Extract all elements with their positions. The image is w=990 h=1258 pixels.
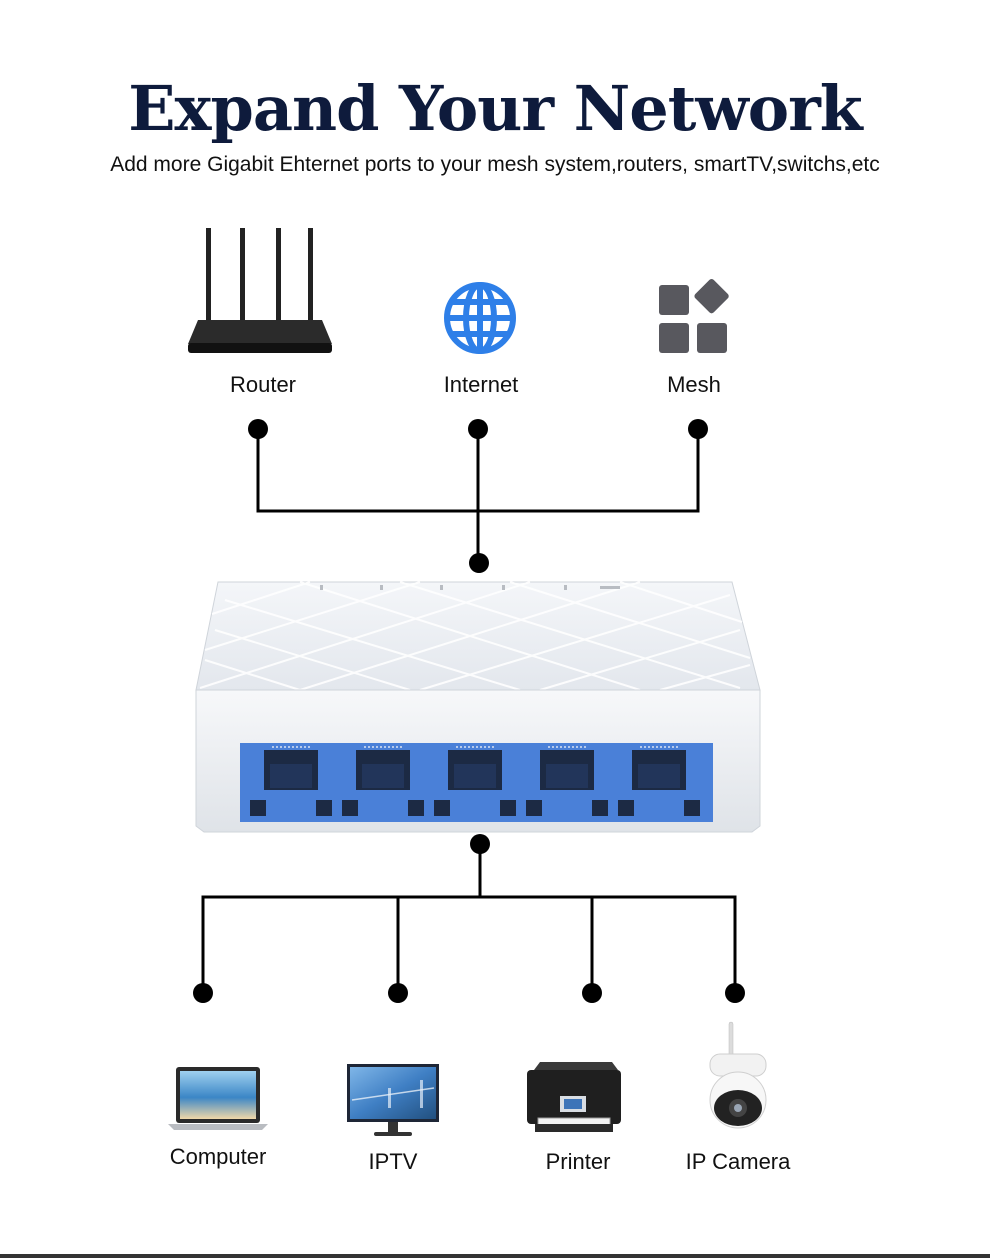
connector-node	[725, 983, 745, 1003]
upstream-label-mesh: Mesh	[667, 372, 721, 397]
mesh-grid-icon	[659, 279, 729, 353]
connector-node	[248, 419, 268, 439]
upstream-label-router: Router	[229, 372, 297, 397]
downstream-connectors	[201, 844, 737, 993]
connector-node	[193, 983, 213, 1003]
connector-node	[469, 553, 489, 573]
upstream-label-internet: Internet	[443, 372, 519, 397]
downstream-label-printer: Printer	[545, 1149, 611, 1174]
connector-node	[388, 983, 408, 1003]
downstream-label-iptv: IPTV	[368, 1149, 418, 1174]
page-title: Expand Your Network	[128, 72, 862, 145]
connector-node	[688, 419, 708, 439]
page-subtitle: Add more Gigabit Ehternet ports to your …	[110, 153, 880, 176]
downstream-label-ip-camera: IP Camera	[685, 1149, 791, 1174]
router-icon	[188, 228, 332, 353]
ethernet-switch-icon	[195, 581, 761, 833]
ip-camera-icon	[709, 1021, 767, 1129]
globe-icon	[444, 282, 516, 354]
connector-node	[468, 419, 488, 439]
upstream-connectors	[256, 429, 700, 563]
downstream-label-computer: Computer	[169, 1144, 267, 1169]
laptop-icon	[168, 1067, 268, 1130]
connector-node	[582, 983, 602, 1003]
connector-node	[470, 834, 490, 854]
monitor-icon	[347, 1064, 439, 1136]
printer-icon	[527, 1062, 621, 1132]
bottom-divider	[0, 1254, 990, 1258]
